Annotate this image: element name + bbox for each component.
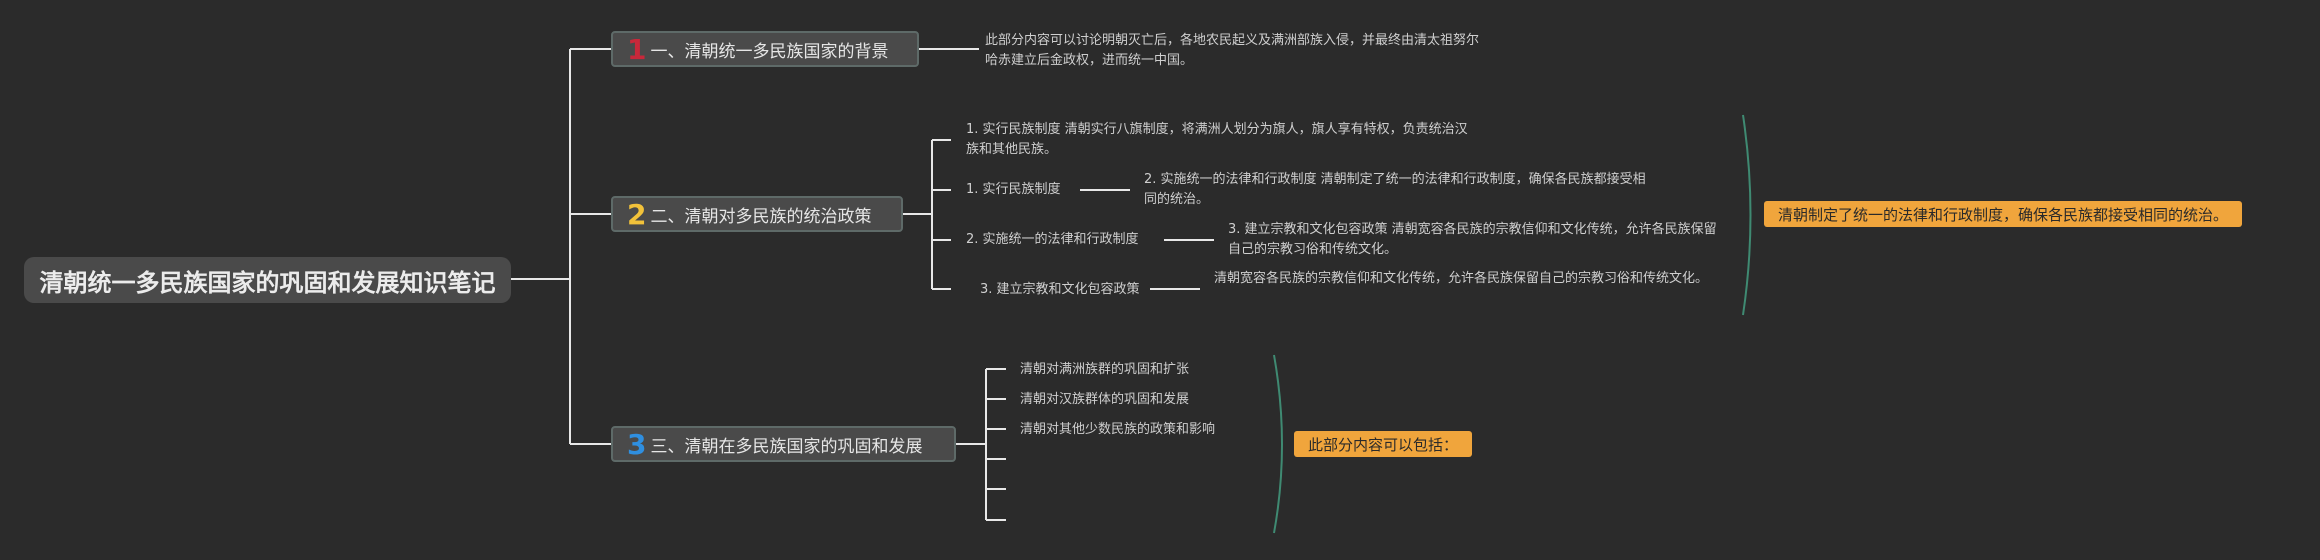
number-3-icon: 3 xyxy=(627,427,647,461)
branch-3[interactable]: 3 三、清朝在多民族国家的巩固和发展 xyxy=(611,426,956,462)
branch-2[interactable]: 2 二、清朝对多民族的统治政策 xyxy=(611,196,903,232)
branch-1[interactable]: 1 一、清朝统一多民族国家的背景 xyxy=(611,31,919,67)
branch-2-item-4-detail[interactable]: 清朝宽容各民族的宗教信仰和文化传统，允许各民族保留自己的宗教习俗和传统文化。 xyxy=(1214,271,1709,286)
branch-2-item-2-detail[interactable]: 2. 实施统一的法律和行政制度 清朝制定了统一的法律和行政制度，确保各民族都接受… xyxy=(1144,172,1646,207)
branch-2-item-3[interactable]: 2. 实施统一的法律和行政制度 xyxy=(966,232,1139,247)
branch-3-item-3[interactable]: 清朝对其他少数民族的政策和影响 xyxy=(1020,422,1216,437)
branch-2-summary[interactable]: 清朝制定了统一的法律和行政制度，确保各民族都接受相同的统治。 xyxy=(1764,201,2243,227)
branch-3-summary[interactable]: 此部分内容可以包括： xyxy=(1294,431,1473,457)
number-1-icon: 1 xyxy=(627,32,647,66)
number-2-icon: 2 xyxy=(627,197,647,231)
branch-3-label: 三、清朝在多民族国家的巩固和发展 xyxy=(650,436,923,457)
branch-2-label: 二、清朝对多民族的统治政策 xyxy=(650,206,872,227)
branch-2-item-4[interactable]: 3. 建立宗教和文化包容政策 xyxy=(980,282,1140,297)
branch-2-item-1[interactable]: 1. 实行民族制度 清朝实行八旗制度，将满洲人划分为旗人，旗人享有特权，负责统治… xyxy=(966,122,1468,157)
root-topic[interactable]: 清朝统一多民族国家的巩固和发展知识笔记 xyxy=(24,257,511,303)
branch-3-item-2[interactable]: 清朝对汉族群体的巩固和发展 xyxy=(1020,392,1190,407)
branch-1-label: 一、清朝统一多民族国家的背景 xyxy=(650,41,889,62)
branch-2-item-2[interactable]: 1. 实行民族制度 xyxy=(966,182,1061,197)
branch-3-item-1[interactable]: 清朝对满洲族群的巩固和扩张 xyxy=(1020,362,1190,377)
branch-2-item-3-detail[interactable]: 3. 建立宗教和文化包容政策 清朝宽容各民族的宗教信仰和文化传统，允许各民族保留… xyxy=(1228,222,1717,257)
branch-1-note[interactable]: 此部分内容可以讨论明朝灭亡后，各地农民起义及满洲部族入侵，并最终由清太祖努尔哈赤… xyxy=(985,33,1480,68)
